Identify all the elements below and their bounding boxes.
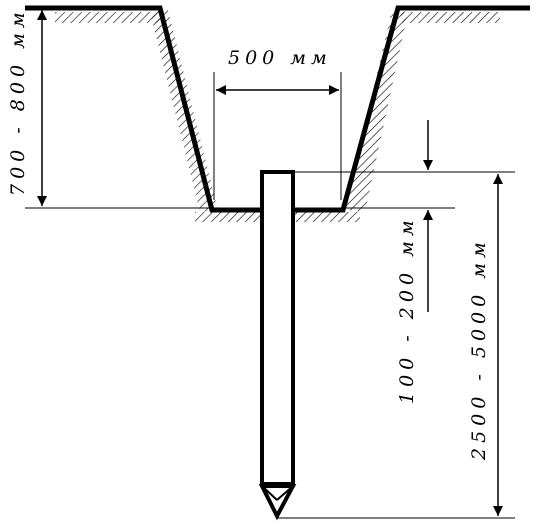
rod-length-label: 2500 - 5000 мм [468, 237, 490, 461]
width-label: 500 мм [228, 47, 332, 69]
depth-label: 700 - 800 мм [7, 7, 29, 196]
protrusion-label: 100 - 200 мм [396, 215, 418, 404]
trench-outline-right [294, 5, 530, 213]
extension-lines [25, 72, 515, 519]
trench-outline [25, 5, 262, 213]
grounding-rod [258, 170, 297, 521]
